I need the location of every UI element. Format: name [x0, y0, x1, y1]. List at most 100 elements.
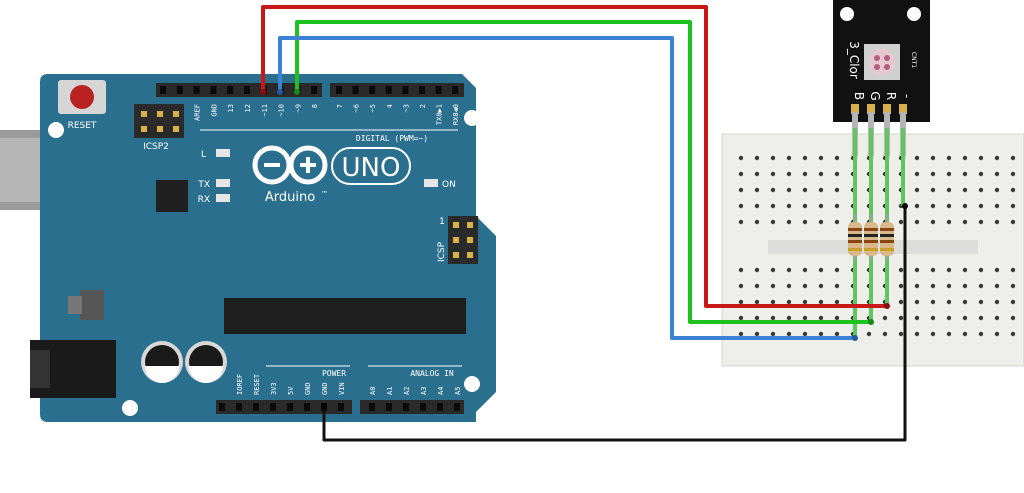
digital-pin-label: 13 [227, 104, 235, 112]
breadboard-hole [818, 203, 824, 209]
reset-button-cap[interactable] [70, 85, 94, 109]
breadboard-hole [962, 299, 968, 305]
breadboard-hole [1010, 299, 1016, 305]
breadboard-hole [818, 219, 824, 225]
breadboard-hole [770, 283, 776, 289]
wire-red-pin11 [261, 5, 887, 308]
breadboard-hole [738, 283, 744, 289]
icsp2-pin [173, 126, 179, 132]
breadboard-hole [930, 219, 936, 225]
breadboard-hole [754, 219, 760, 225]
breadboard-hole [802, 267, 808, 273]
breadboard-hole [802, 187, 808, 193]
header-pin-hole [420, 403, 426, 411]
breadboard-hole [1010, 331, 1016, 337]
breadboard-hole [930, 171, 936, 177]
header-pin-hole [385, 86, 392, 94]
header-pin-hole [435, 86, 442, 94]
breadboard-hole [834, 267, 840, 273]
breadboard-hole [946, 187, 952, 193]
breadboard-hole [802, 219, 808, 225]
breadboard-hole [738, 171, 744, 177]
breadboard-hole [946, 267, 952, 273]
breadboard-hole [738, 155, 744, 161]
breadboard-hole [978, 155, 984, 161]
breadboard-hole [962, 219, 968, 225]
header-pin-hole [402, 86, 409, 94]
breadboard-hole [882, 331, 888, 337]
breadboard-hole [786, 203, 792, 209]
digital-pin-label: GND [210, 104, 218, 117]
icsp-pin [467, 252, 473, 258]
led-rx-label: RX [198, 195, 210, 205]
reset-button[interactable] [58, 80, 106, 114]
breadboard-hole [738, 267, 744, 273]
breadboard-hole [994, 171, 1000, 177]
module-pin-label: - [900, 94, 914, 98]
header-pin-hole [244, 86, 250, 94]
digital-header-right [330, 83, 464, 97]
wire-end-red [260, 89, 266, 95]
mounting-hole-icon [48, 122, 64, 138]
breadboard-hole [754, 171, 760, 177]
breadboard-hole [930, 267, 936, 273]
wires [260, 5, 908, 442]
usb-interface-chip [156, 180, 188, 212]
breadboard-hole [994, 267, 1000, 273]
icsp2-pin [173, 111, 179, 117]
header-pin-hole [386, 403, 392, 411]
icsp2-header-body [134, 104, 184, 138]
breadboard-hole [994, 155, 1000, 161]
icsp2-header [134, 104, 184, 138]
breadboard-hole [898, 299, 904, 305]
header-pin-hole [236, 403, 242, 411]
breadboard-hole [786, 171, 792, 177]
breadboard-hole [946, 203, 952, 209]
breadboard-hole [818, 315, 824, 321]
breadboard-hole [770, 187, 776, 193]
capacitor [185, 341, 227, 383]
icsp-pin [453, 222, 459, 228]
breadboard-hole [802, 299, 808, 305]
power-pin-label: GND [304, 382, 312, 395]
digital-pin-label: ~5 [369, 104, 377, 112]
breadboard-hole [834, 315, 840, 321]
power-header-body [216, 400, 352, 414]
breadboard-hole [914, 299, 920, 305]
module-pin [883, 104, 891, 114]
breadboard-hole [802, 171, 808, 177]
breadboard-hole [930, 283, 936, 289]
header-pin-hole [176, 86, 183, 94]
header-pin-hole [336, 86, 342, 94]
breadboard-hole [754, 267, 760, 273]
breadboard-hole [818, 187, 824, 193]
breadboard-hole [738, 219, 744, 225]
digital-label: DIGITAL (PWM=~) [356, 134, 428, 143]
breadboard-hole [962, 171, 968, 177]
breadboard-hole [770, 315, 776, 321]
analog-label: ANALOG IN [410, 369, 454, 378]
breadboard-hole [738, 315, 744, 321]
breadboard-hole [818, 155, 824, 161]
wire-end-black-bb [902, 203, 908, 209]
breadboard-hole [946, 315, 952, 321]
breadboard-hole [978, 171, 984, 177]
breadboard-hole [786, 155, 792, 161]
breadboard-hole [994, 187, 1000, 193]
mounting-hole-icon [464, 110, 480, 126]
breadboard-hole [770, 219, 776, 225]
analog-pin-label: A1 [386, 387, 394, 395]
module-pin-label: R [884, 92, 898, 100]
breadboard-hole [738, 187, 744, 193]
digital-pin-label: ~10 [278, 104, 286, 117]
breadboard-hole [946, 219, 952, 225]
capacitor [141, 341, 183, 383]
icsp-pin1-label: 1 [439, 217, 445, 227]
uno-badge [331, 147, 411, 185]
module-pin [867, 104, 875, 114]
breadboard-hole [1010, 187, 1016, 193]
breadboard-hole [962, 283, 968, 289]
wire-end-red-bb [884, 303, 890, 309]
header-pin-hole [454, 403, 460, 411]
